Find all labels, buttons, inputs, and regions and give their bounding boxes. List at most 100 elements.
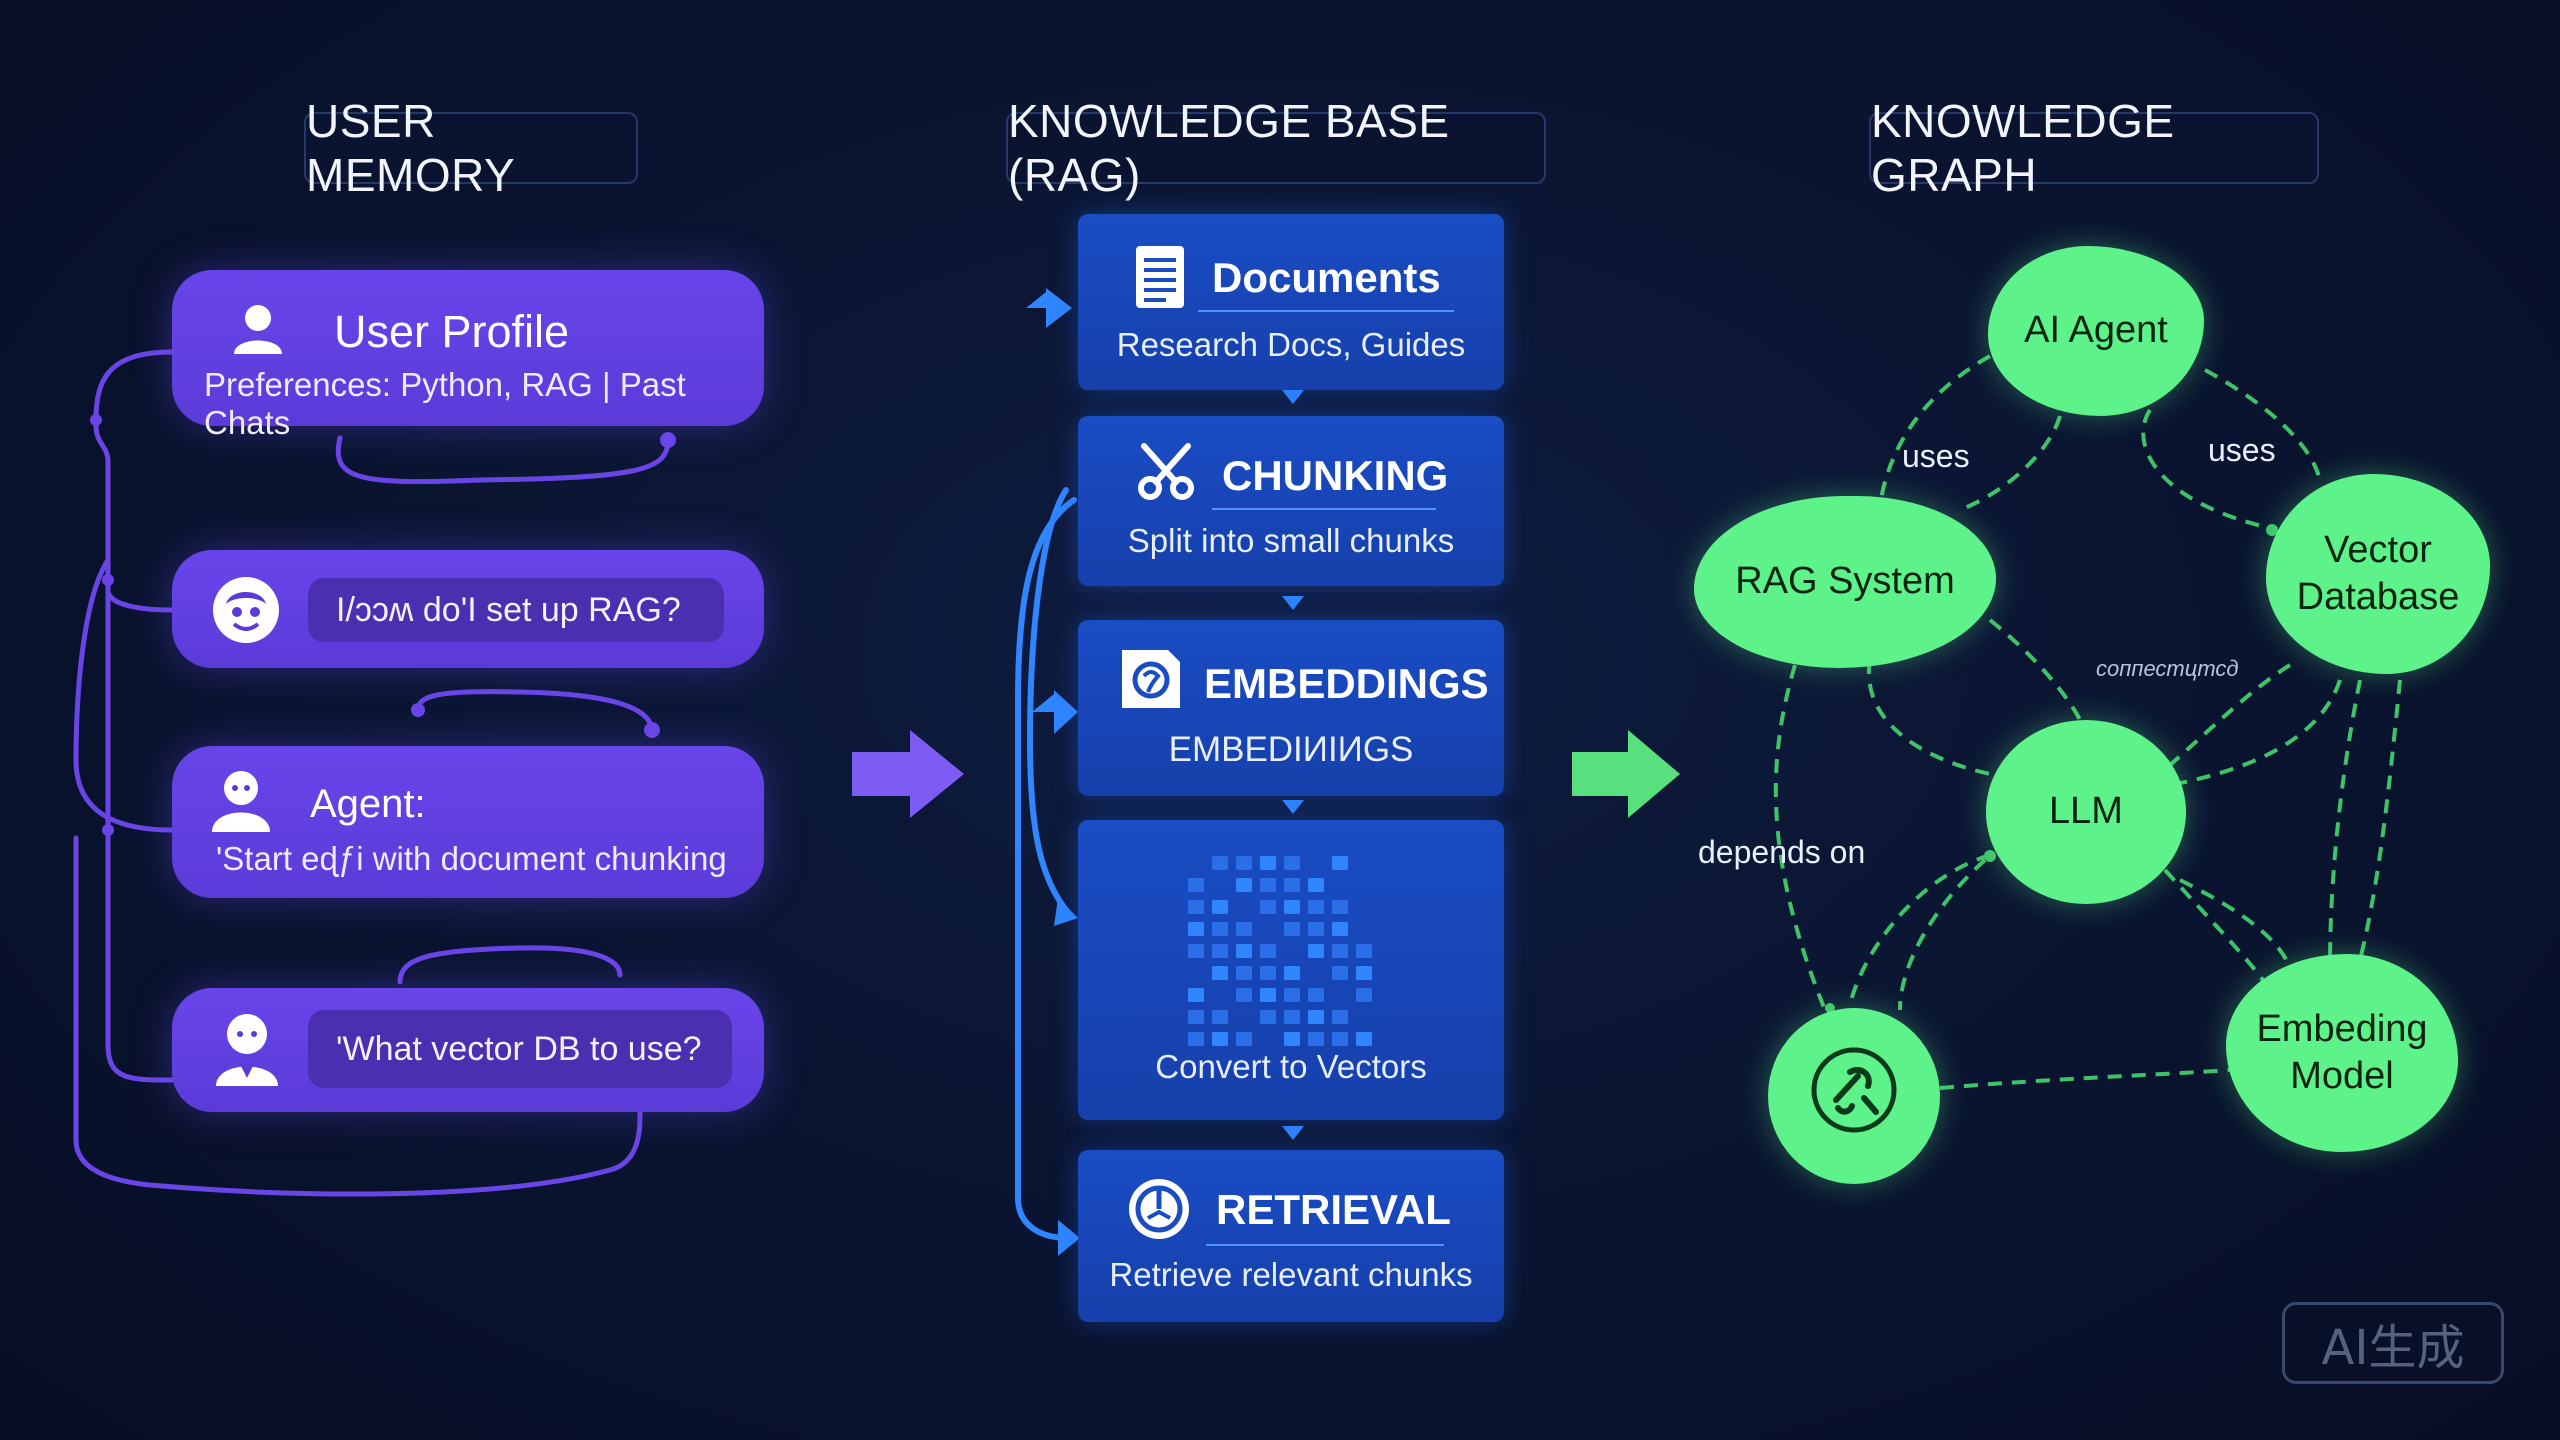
vector-cell: [1284, 966, 1300, 980]
vector-grid-icon: [1188, 856, 1372, 1046]
vector-cell: [1356, 1032, 1372, 1046]
agent-avatar-icon: [206, 766, 276, 841]
vector-cell: [1188, 1010, 1204, 1024]
tool-node-icon: [1806, 1042, 1902, 1151]
vector-cell: [1308, 922, 1324, 936]
vector-cell: [1356, 966, 1372, 980]
vector-cell: [1308, 1032, 1324, 1046]
vector-cell: [1212, 1010, 1228, 1024]
vector-cell: [1308, 944, 1324, 958]
vector-cell: [1236, 944, 1252, 958]
vector-cell: [1212, 856, 1228, 870]
document-icon: [1134, 244, 1186, 315]
edge-label-uses-right: uses: [2208, 432, 2276, 468]
rag-step-embeddings[interactable]: EMBEDDINGS EMBEDIИIИGS: [1078, 620, 1504, 796]
agent-label: Agent:: [310, 782, 426, 826]
edge-label-connects: соппестцтсд: [2096, 656, 2239, 681]
rag-step-vectors[interactable]: Convert to Vectors: [1078, 820, 1504, 1120]
vector-cell: [1284, 1010, 1300, 1024]
vector-cell: [1188, 900, 1204, 914]
vector-cell: [1260, 856, 1276, 870]
vector-cell: [1212, 900, 1228, 914]
vector-cell: [1284, 856, 1300, 870]
vector-cell: [1212, 922, 1228, 936]
vector-cell: [1284, 878, 1300, 892]
vector-cell: [1188, 922, 1204, 936]
avatar-face-icon: [210, 574, 282, 651]
vector-cell: [1260, 944, 1276, 958]
vector-cell: [1236, 878, 1252, 892]
vector-cell: [1332, 922, 1348, 936]
rag-step-title: CHUNKING: [1222, 452, 1449, 499]
vector-cell: [1332, 1032, 1348, 1046]
graph-node-rag-system[interactable]: RAG System: [1694, 496, 1996, 668]
vector-cell: [1188, 1032, 1204, 1046]
chat-message-user-1[interactable]: I/ɔɔʍ do'I set up RAG?: [172, 550, 764, 668]
rag-step-chunking[interactable]: CHUNKING Split into small chunks: [1078, 416, 1504, 586]
vector-cell: [1284, 1032, 1300, 1046]
chat-message-agent[interactable]: Agent: 'Start eɖƒi with document chunkin…: [172, 746, 764, 898]
vector-cell: [1236, 856, 1252, 870]
title-underline: [1206, 1244, 1444, 1246]
graph-node-vector-database[interactable]: Vector Database: [2266, 474, 2490, 674]
rag-step-subtitle: Retrieve relevant chunks: [1109, 1256, 1473, 1293]
user-profile-detail: Preferences: Python, RAG | Past Chats: [204, 366, 686, 441]
vector-cell: [1356, 988, 1372, 1002]
vector-cell: [1332, 1010, 1348, 1024]
vector-cell: [1236, 922, 1252, 936]
vector-cell: [1260, 900, 1276, 914]
vector-cell: [1308, 900, 1324, 914]
vector-cell: [1260, 878, 1276, 892]
vector-cell: [1188, 988, 1204, 1002]
rag-step-subtitle: Split into small chunks: [1127, 522, 1455, 559]
rag-step-subtitle: Research Docs, Guides: [1116, 326, 1466, 363]
user-profile-card[interactable]: User Profile Preferences: Python, RAG | …: [172, 270, 764, 441]
chat-message-text: I/ɔɔʍ do'I set up RAG?: [308, 578, 724, 642]
rag-step-title: EMBEDDINGS: [1204, 660, 1489, 707]
vector-cell: [1260, 1010, 1276, 1024]
graph-node-embedding-model[interactable]: Embeding Model: [2226, 954, 2458, 1152]
graph-node-tool[interactable]: [1768, 1008, 1940, 1184]
vector-cell: [1212, 966, 1228, 980]
rag-step-title: RETRIEVAL: [1216, 1186, 1451, 1233]
edge-label-depends-on: depends on: [1698, 834, 1866, 870]
vector-cell: [1332, 856, 1348, 870]
vector-cell: [1308, 1010, 1324, 1024]
ai-generated-watermark: AI生成: [2282, 1302, 2504, 1384]
vector-cell: [1356, 944, 1372, 958]
user-icon: [228, 298, 288, 363]
rag-step-title: Documents: [1212, 254, 1441, 301]
rag-step-subtitle: EMBEDIИIИGS: [1168, 730, 1414, 769]
chat-message-user-2[interactable]: 'What vector DB to use?: [172, 988, 764, 1112]
user-profile-title: User Profile: [334, 306, 570, 357]
title-underline: [1198, 310, 1454, 312]
vector-cell: [1236, 1032, 1252, 1046]
vector-cell: [1260, 966, 1276, 980]
vector-cell: [1284, 900, 1300, 914]
chat-message-text: 'What vector DB to use?: [308, 1010, 732, 1088]
rag-step-retrieval[interactable]: RETRIEVAL Retrieve relevant chunks: [1078, 1150, 1504, 1322]
retrieval-gauge-icon: [1126, 1176, 1192, 1247]
edge-label-uses-left: uses: [1902, 438, 1970, 474]
vector-cell: [1188, 944, 1204, 958]
graph-node-llm[interactable]: LLM: [1986, 720, 2186, 904]
title-underline: [1212, 508, 1436, 510]
vector-cell: [1260, 988, 1276, 1002]
graph-node-ai-agent[interactable]: AI Agent: [1988, 246, 2204, 416]
vector-cell: [1332, 944, 1348, 958]
scissors-icon: [1134, 440, 1198, 509]
vector-cell: [1188, 878, 1204, 892]
rag-step-documents[interactable]: Documents Research Docs, Guides: [1078, 214, 1504, 390]
vector-cell: [1332, 900, 1348, 914]
rag-step-subtitle: Convert to Vectors: [1155, 1048, 1427, 1085]
vector-cell: [1308, 988, 1324, 1002]
embedding-chip-icon: [1118, 642, 1184, 717]
vector-cell: [1212, 1032, 1228, 1046]
vector-cell: [1284, 922, 1300, 936]
avatar-face-icon: [212, 1008, 282, 1093]
vector-cell: [1332, 966, 1348, 980]
